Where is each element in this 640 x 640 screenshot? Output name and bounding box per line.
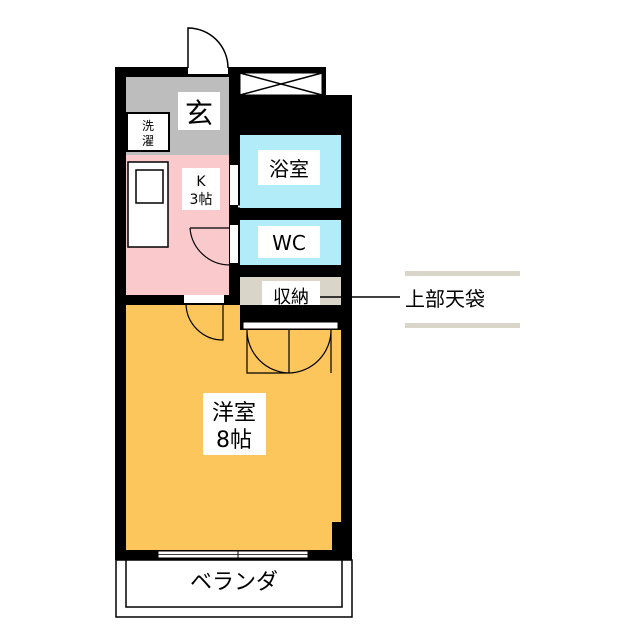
storage-note-bar-top [405, 271, 520, 276]
entrance-label: 玄 [185, 97, 213, 130]
balcony-label: ベランダ [190, 570, 278, 595]
front-door-opening [188, 68, 228, 74]
storage-door-rail [242, 321, 339, 330]
balcony-inner [125, 559, 343, 608]
wc-door-icon[interactable] [189, 227, 231, 266]
kitchen-label-bg [182, 168, 220, 210]
laundry-label-2: 濯 [142, 134, 154, 148]
storage-note-bar-bottom [405, 323, 520, 328]
western-label-bg [203, 393, 266, 455]
western-label-2: 8帖 [216, 428, 252, 453]
sink-icon [135, 169, 164, 204]
pipe-space-cross [239, 72, 323, 96]
room-door-icon[interactable] [185, 302, 224, 341]
storage-note-label: 上部天袋 [405, 287, 485, 311]
laundry-label-1: 洗 [142, 119, 154, 133]
front-door-icon[interactable] [187, 27, 229, 69]
wc-label-bg [258, 226, 320, 258]
western-label-1: 洋室 [212, 401, 256, 426]
bath-door-opening[interactable] [230, 165, 238, 205]
kitchen-label-1: K [196, 174, 206, 190]
wc-door-opening [230, 225, 238, 263]
bath-label: 浴室 [269, 157, 309, 181]
kitchen-label-2: 3帖 [190, 192, 213, 208]
laundry-space [126, 112, 170, 152]
entrance-label-bg [178, 92, 220, 130]
closet-door-left-icon[interactable] [246, 329, 290, 374]
storage-label: 収納 [273, 287, 309, 308]
pillar [332, 522, 352, 550]
closet-door-right-icon[interactable] [288, 329, 332, 374]
room-door-opening [184, 295, 224, 303]
wc-label: WC [272, 231, 306, 255]
bath-label-bg [258, 150, 320, 185]
